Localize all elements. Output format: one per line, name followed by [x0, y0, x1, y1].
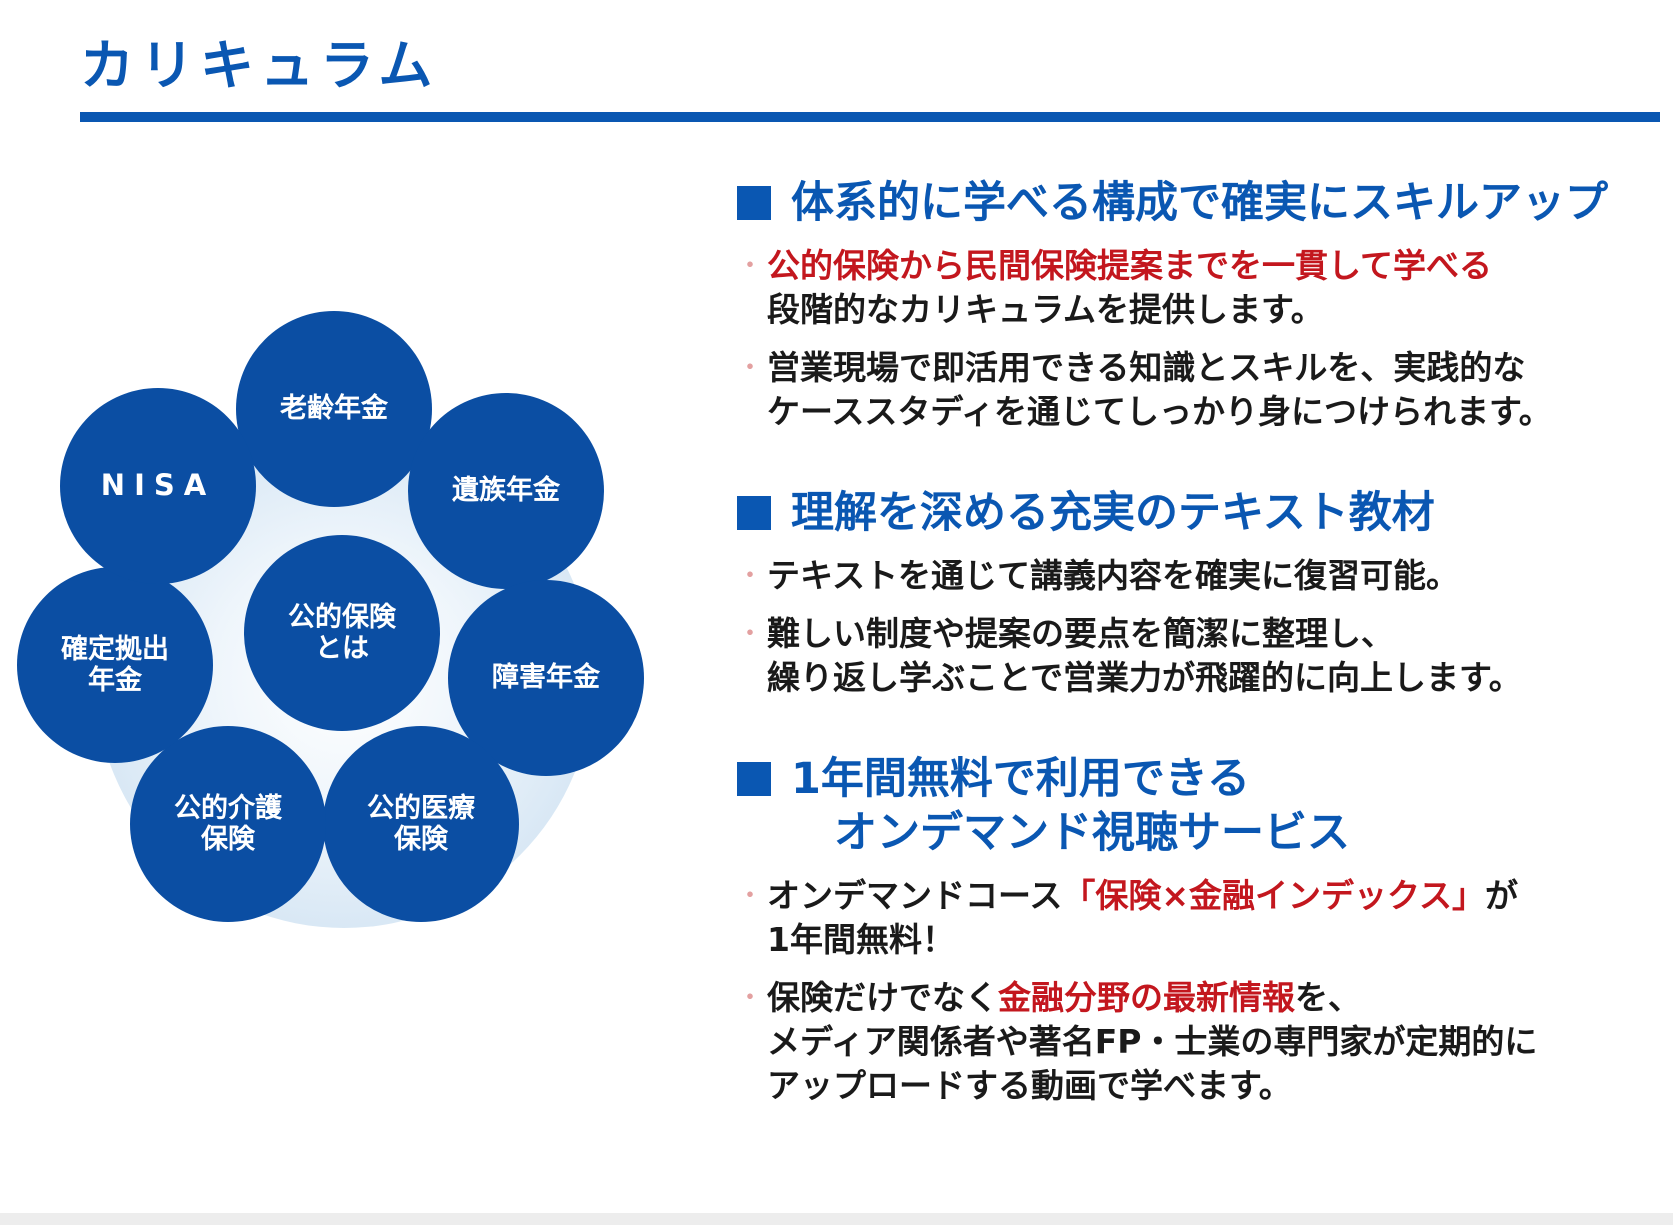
section-title: 体系的に学べる構成で確実にスキルアップ — [791, 178, 1608, 228]
section-heading: 体系的に学べる構成で確実にスキルアップ — [737, 176, 1667, 230]
bullet-prefix: オンデマンドコース — [767, 876, 1063, 915]
bubble-label: 公的医療 保険 — [367, 792, 475, 855]
bullet-body: 段階的なカリキュラムを提供します。 — [767, 290, 1324, 329]
square-bullet-icon — [737, 186, 771, 220]
list-item: ・ 難しい制度や提案の要点を簡潔に整理し、 繰り返し学ぶことで営業力が飛躍的に向… — [737, 612, 1667, 700]
content-column: 体系的に学べる構成で確実にスキルアップ ・ 公的保険から民間保険提案までを一貫し… — [737, 176, 1667, 1160]
section-title: 1年間無料で利用できる オンデマンド視聴サービス — [791, 754, 1350, 858]
dot-icon: ・ — [737, 619, 764, 649]
bubble-label: 遺族年金 — [452, 475, 560, 507]
list-item: ・ 営業現場で即活用できる知識とスキルを、実践的な ケーススタディを通じてしっか… — [737, 346, 1667, 434]
section-text-materials: 理解を深める充実のテキスト教材 ・ テキストを通じて講義内容を確実に復習可能。 … — [737, 486, 1667, 700]
bubble-label: 障害年金 — [492, 662, 600, 694]
section-systematic: 体系的に学べる構成で確実にスキルアップ ・ 公的保険から民間保険提案までを一貫し… — [737, 176, 1667, 434]
bubble-center-label: 公的保険 とは — [288, 601, 396, 664]
bubble-defined-contribution-pension: 確定拠出 年金 — [17, 567, 213, 763]
dot-icon: ・ — [737, 353, 764, 383]
bubble-center-public-insurance: 公的保険 とは — [244, 535, 440, 731]
dot-icon: ・ — [737, 561, 764, 591]
bubble-survivor-pension: 遺族年金 — [408, 393, 604, 589]
list-item: ・ オンデマンドコース「保険×金融インデックス」が 1年間無料！ — [737, 874, 1667, 962]
bubble-disability-pension: 障害年金 — [448, 580, 644, 776]
bullet-text: オンデマンドコース「保険×金融インデックス」が 1年間無料！ — [767, 874, 1518, 962]
section-heading: 理解を深める充実のテキスト教材 — [737, 486, 1667, 540]
curriculum-diagram: 老齢年金 遺族年金 障害年金 公的医療 保険 公的介護 保険 確定拠出 年金 N… — [0, 300, 700, 1000]
dot-icon: ・ — [737, 251, 764, 281]
section-heading: 1年間無料で利用できる オンデマンド視聴サービス — [737, 752, 1667, 860]
bullet-text: テキストを通じて講義内容を確実に復習可能。 — [767, 556, 1460, 595]
bubble-public-nursing-insurance: 公的介護 保険 — [130, 726, 326, 922]
bubble-public-medical-insurance: 公的医療 保険 — [323, 726, 519, 922]
bullet-suffix: を、 メディア関係者や著名FP・士業の専門家が定期的に アップロードする動画で学… — [767, 978, 1538, 1105]
highlight-text: 「保険×金融インデックス」 — [1062, 876, 1486, 915]
bubble-label: 老齢年金 — [280, 393, 388, 425]
bubble-label: 確定拠出 年金 — [61, 633, 169, 696]
title-underline — [80, 112, 1660, 122]
highlight-text: 金融分野の最新情報 — [998, 978, 1295, 1017]
square-bullet-icon — [737, 762, 771, 796]
section-title: 理解を深める充実のテキスト教材 — [791, 488, 1435, 538]
page-title: カリキュラム — [80, 34, 439, 97]
highlight-text: 公的保険から民間保険提案までを一貫して学べる — [767, 246, 1493, 285]
list-item: ・ 保険だけでなく金融分野の最新情報を、 メディア関係者や著名FP・士業の専門家… — [737, 976, 1667, 1108]
dot-icon: ・ — [737, 881, 764, 911]
square-bullet-icon — [737, 496, 771, 530]
bubble-old-age-pension: 老齢年金 — [236, 311, 432, 507]
section-on-demand: 1年間無料で利用できる オンデマンド視聴サービス ・ オンデマンドコース「保険×… — [737, 752, 1667, 1108]
bullet-text: 営業現場で即活用できる知識とスキルを、実践的な ケーススタディを通じてしっかり身… — [767, 348, 1552, 431]
list-item: ・ テキストを通じて講義内容を確実に復習可能。 — [737, 554, 1667, 598]
bubble-label: NISA — [100, 468, 216, 503]
bullet-prefix: 保険だけでなく — [767, 978, 998, 1017]
list-item: ・ 公的保険から民間保険提案までを一貫して学べる 段階的なカリキュラムを提供しま… — [737, 244, 1667, 332]
bullet-text: 公的保険から民間保険提案までを一貫して学べる 段階的なカリキュラムを提供します。 — [767, 244, 1492, 332]
bullet-text: 保険だけでなく金融分野の最新情報を、 メディア関係者や著名FP・士業の専門家が定… — [767, 976, 1537, 1108]
bullet-text: 難しい制度や提案の要点を簡潔に整理し、 繰り返し学ぶことで営業力が飛躍的に向上し… — [767, 614, 1522, 697]
bullet-suffix: が 1年間無料！ — [767, 876, 1519, 959]
dot-icon: ・ — [737, 983, 764, 1013]
bubble-nisa: NISA — [60, 388, 256, 584]
footer-strip — [0, 1213, 1673, 1225]
bubble-label: 公的介護 保険 — [174, 792, 282, 855]
